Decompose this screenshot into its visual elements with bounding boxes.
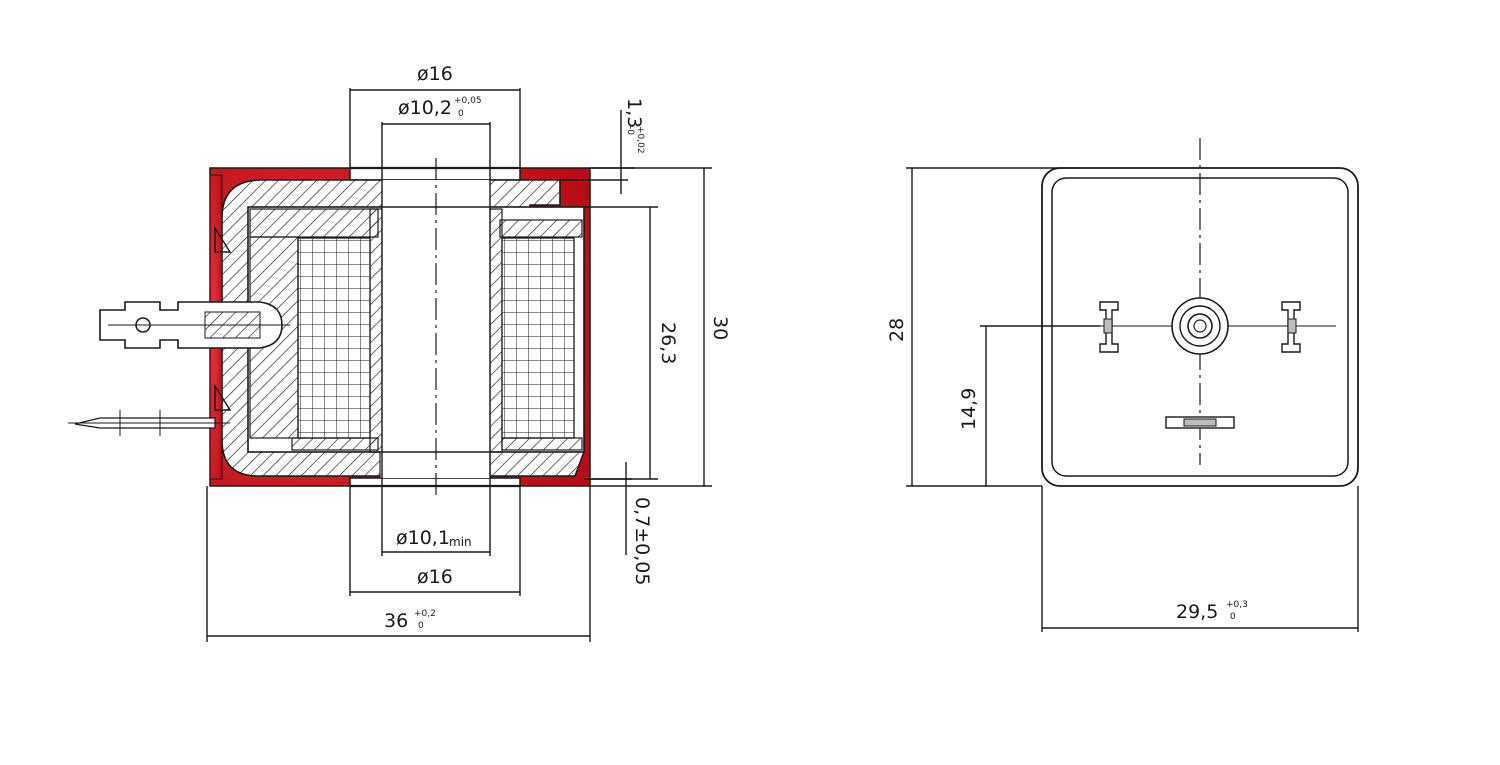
bottom-gap-label: 0,7±0,05 <box>631 497 653 585</box>
top-inner-dia-label: ø10,2 <box>398 97 452 119</box>
bottom-inner-dia-label: ø10,1 <box>396 527 450 549</box>
overall-width-tol-lower: 0 <box>418 621 424 631</box>
overall-width-label: 36 <box>384 610 408 632</box>
end-center-height-label: 14,9 <box>958 388 980 430</box>
bottom-inner-dia-suffix: min <box>449 535 472 549</box>
top-gap-label: 1,3 <box>623 98 645 128</box>
bottom-outer-dia-label: ø16 <box>417 566 453 588</box>
end-view <box>1041 138 1359 487</box>
coil-winding-right <box>501 237 575 439</box>
end-width-tol-upper: +0,3 <box>1226 600 1248 610</box>
top-gap-tol-upper: +0,02 <box>635 126 645 154</box>
inner-height-label: 26,3 <box>657 322 679 364</box>
end-view-dimensions: 28 14,9 29,5 +0,3 0 <box>886 167 1359 632</box>
section-view <box>68 158 591 495</box>
top-outer-dia-label: ø16 <box>417 63 453 85</box>
end-width-tol-lower: 0 <box>1230 612 1236 622</box>
top-gap-tol-lower: -0 <box>625 126 635 135</box>
bobbin-top-flange <box>249 208 379 238</box>
overall-height-label: 30 <box>709 316 731 340</box>
ground-pin <box>68 410 230 436</box>
top-inner-dia-tol-upper: +0,05 <box>454 96 482 106</box>
section-dimensions: ø16 ø10,2 +0,05 0 1,3 +0,02 -0 26,3 30 <box>206 63 731 642</box>
end-height-label: 28 <box>886 318 908 342</box>
overall-width-tol-upper: +0,2 <box>414 609 436 619</box>
coil-winding-left <box>297 237 371 439</box>
end-width-label: 29,5 <box>1176 601 1218 623</box>
top-inner-dia-tol-lower: 0 <box>458 109 464 119</box>
spade-terminal <box>99 301 290 349</box>
